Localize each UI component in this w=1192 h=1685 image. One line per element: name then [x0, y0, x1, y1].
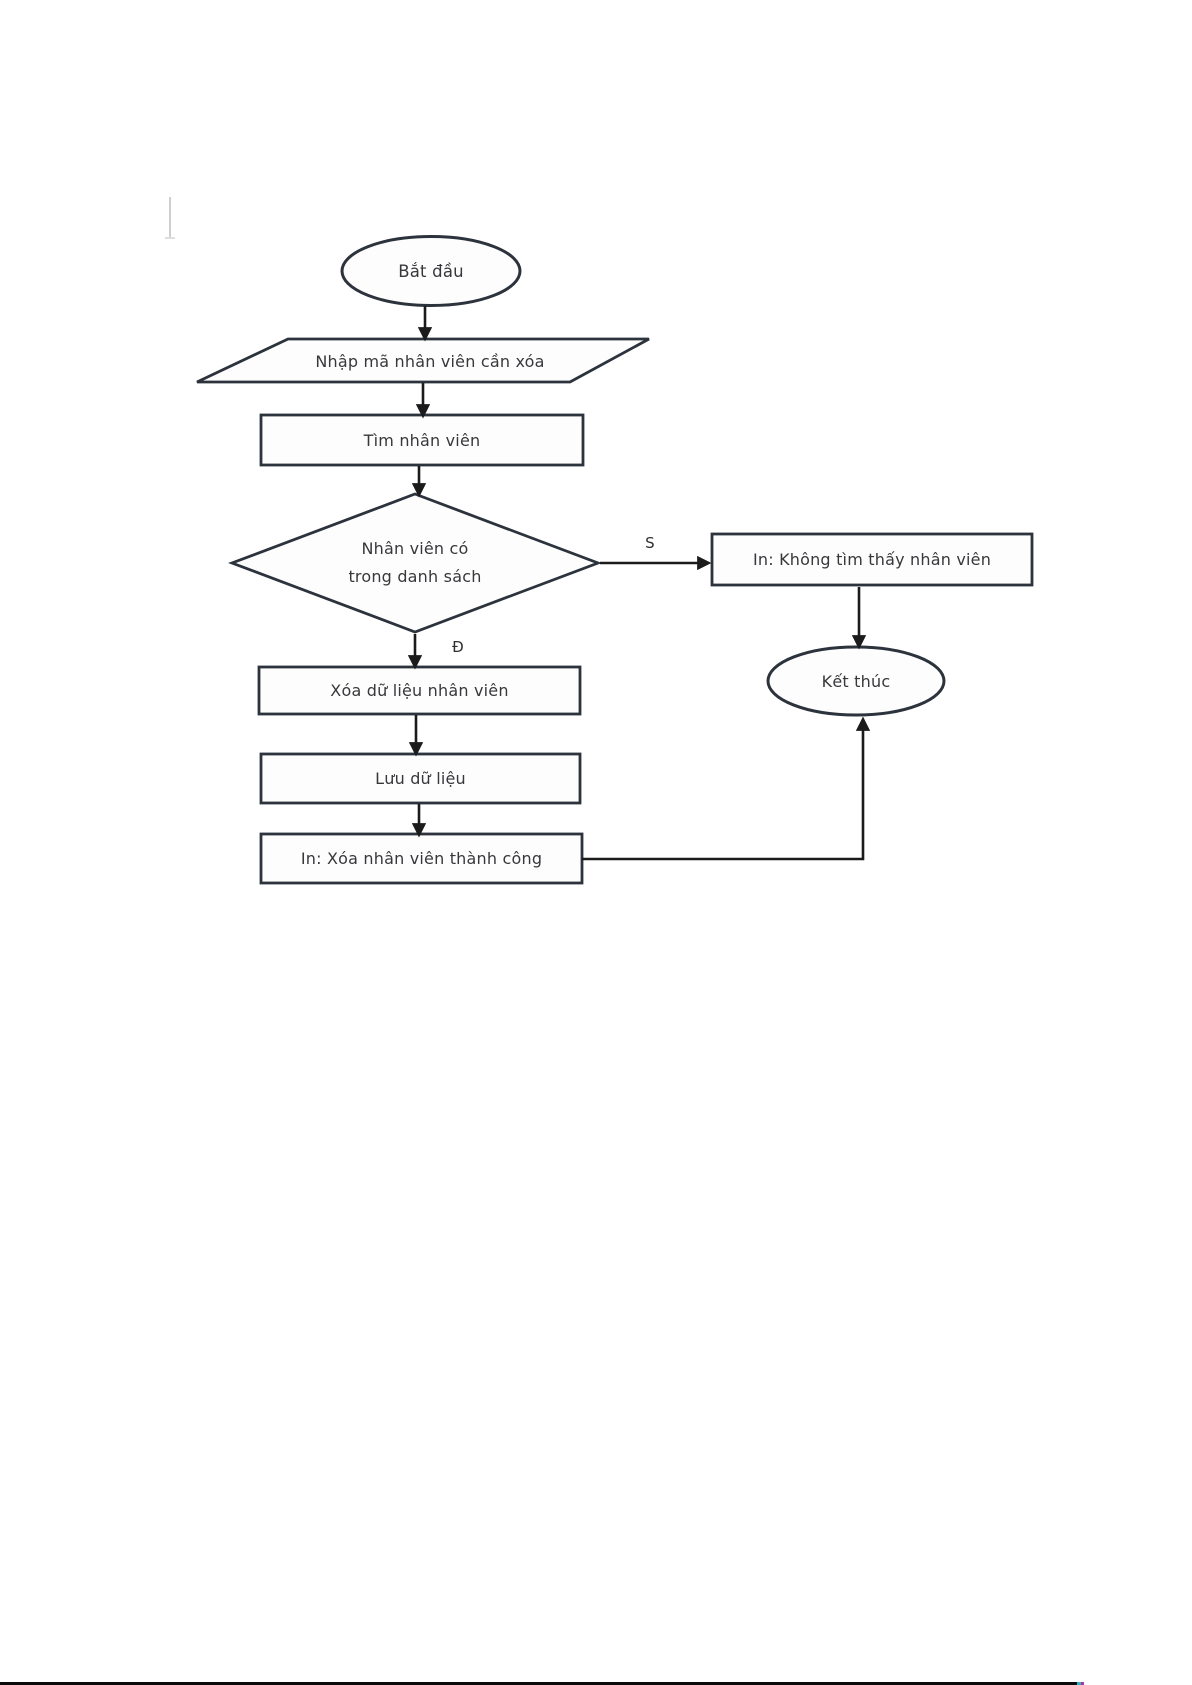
bottom-rule-teal-artifact: [1077, 1682, 1081, 1685]
save-process-shape: [259, 752, 582, 805]
decision-diamond-shape: [228, 492, 602, 634]
delete-process-shape: [257, 665, 582, 716]
decision-label-line1: Nhân viên có: [361, 539, 469, 558]
success-node-label: In: Xóa nhân viên thành công: [300, 849, 543, 868]
bottom-rule-magenta-artifact: [1081, 1682, 1084, 1685]
text-cursor-mark: [165, 197, 175, 239]
edge-success-to-end: [582, 716, 871, 861]
find-node-label: Tìm nhân viên: [363, 430, 481, 450]
edge-label-yes: Đ: [452, 638, 464, 656]
save-node-label: Lưu dữ liệu: [375, 769, 466, 788]
page-bottom-rule: [0, 1682, 1077, 1685]
input-node-label: Nhập mã nhân viên cần xóa: [315, 351, 545, 371]
notfound-node-label: In: Không tìm thấy nhân viên: [752, 550, 992, 569]
edge-label-no: S: [645, 534, 655, 552]
decision-node-label: Nhân viên có trong danh sách: [300, 534, 530, 592]
notfound-process-shape: [710, 532, 1034, 587]
decision-label-line2: trong danh sách: [348, 567, 482, 586]
end-node-label: Kết thúc: [821, 671, 891, 691]
find-process-shape: [259, 413, 585, 467]
delete-node-label: Xóa dữ liệu nhân viên: [330, 681, 509, 700]
input-parallelogram-shape: [196, 337, 650, 384]
start-node-label: Bắt đầu: [398, 261, 464, 281]
start-terminator-shape: [340, 235, 522, 307]
